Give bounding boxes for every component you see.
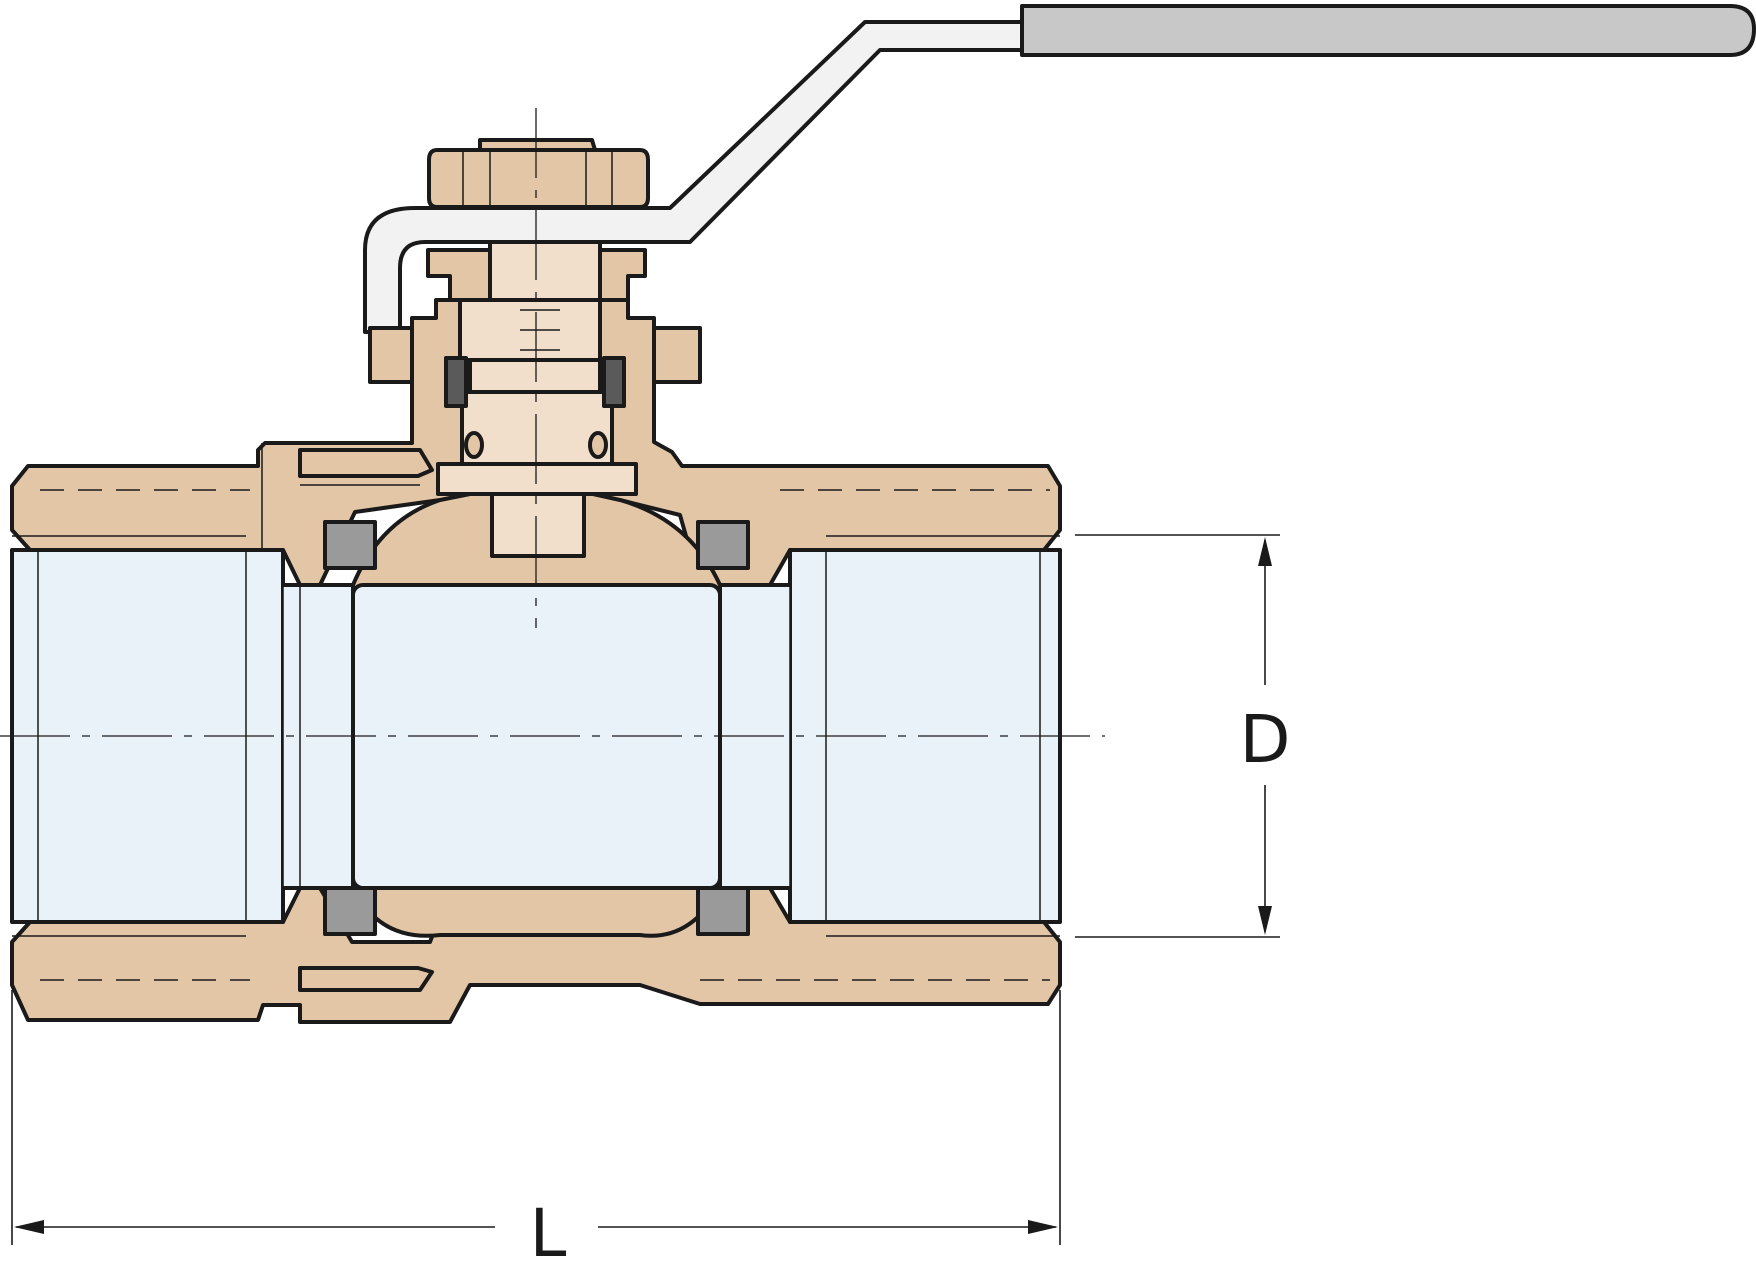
packing-seal-right (602, 356, 626, 408)
valve-body-lower (10, 886, 1062, 1024)
stem-nut (427, 138, 650, 209)
body-insert-joint-upper (298, 448, 434, 478)
dim-l-arrow-right (1028, 1220, 1058, 1234)
body-insert-joint-lower (298, 966, 434, 992)
handle-lever (363, 4, 1756, 334)
o-ring-left (464, 431, 484, 459)
seat-upper-right (696, 520, 750, 570)
seat-lower-left (323, 886, 377, 936)
handle-grip (1020, 4, 1756, 57)
stem (436, 240, 638, 558)
packing-seal-left (444, 356, 468, 408)
stem-upper (488, 240, 602, 304)
stem-oring-zone (460, 390, 614, 466)
dimension-l: L (11, 990, 1061, 1272)
stem-collar (436, 462, 638, 496)
dim-d-arrow-top (1258, 537, 1272, 566)
nut-body (427, 148, 650, 209)
dim-l-arrow-left (14, 1220, 44, 1234)
dim-d-label: D (1240, 701, 1291, 778)
seat-lower-right (696, 886, 750, 936)
stem-tang (490, 492, 586, 558)
dim-l-label: L (530, 1195, 567, 1272)
seat-upper-left (323, 520, 377, 570)
stem-neck (468, 358, 602, 394)
stop-lug-left (368, 326, 416, 384)
o-ring-right (588, 431, 608, 459)
dimension-d: D (1075, 534, 1291, 938)
dim-d-arrow-bottom (1258, 906, 1272, 935)
